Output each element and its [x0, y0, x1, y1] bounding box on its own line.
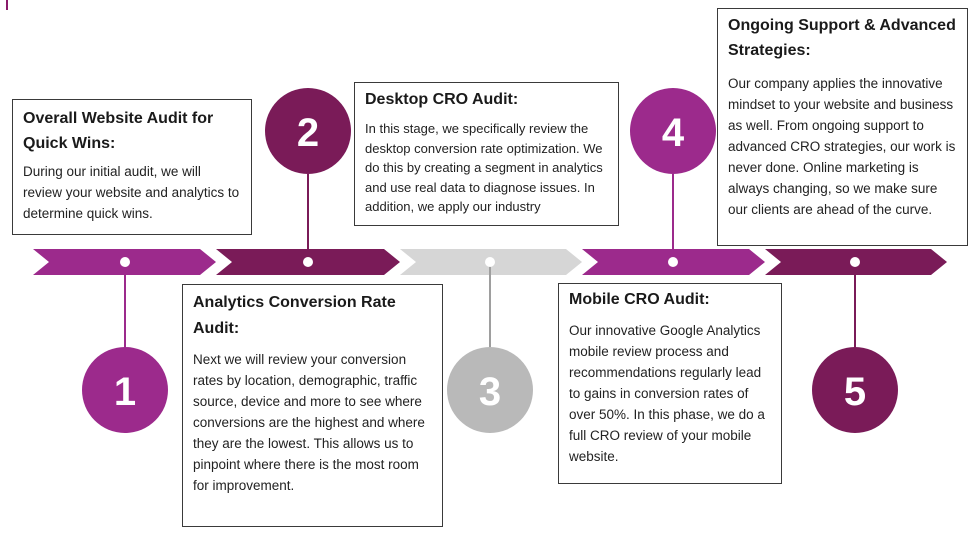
stage-5-body: Our company applies the innovative minds…: [728, 76, 956, 217]
stage-4-body: Our innovative Google Analytics mobile r…: [569, 323, 765, 464]
timeline-dot-1: [120, 257, 130, 267]
stage-1-box: Overall Website Audit for Quick Wins: Du…: [12, 99, 252, 235]
stage-3-body: In this stage, we specifically review th…: [365, 121, 603, 214]
stage-2-circle: [265, 88, 351, 174]
stage-1-circle: [82, 347, 168, 433]
stage-4-circle: [630, 88, 716, 174]
stage-3-number: 3: [479, 370, 501, 414]
stage-1-number: 1: [114, 370, 136, 414]
stage-5-title: Ongoing Support & Advanced Strategies:: [728, 17, 956, 59]
stage-2-title: Analytics Conversion Rate Audit:: [193, 294, 396, 337]
stage-4-number: 4: [662, 111, 685, 155]
timeline-dot-4: [668, 257, 678, 267]
stage-3-box: Desktop CRO Audit: In this stage, we spe…: [354, 82, 619, 226]
stage-1-body: During our initial audit, we will review…: [23, 164, 240, 221]
stage-2-box: Analytics Conversion Rate Audit: Next we…: [182, 284, 443, 527]
stage-2-number: 2: [297, 111, 319, 155]
top-edge-marker: [6, 0, 8, 10]
stage-3-title: Desktop CRO Audit:: [365, 91, 519, 108]
timeline-dot-2: [303, 257, 313, 267]
stage-3-circle: [447, 347, 533, 433]
stage-5-circle: [812, 347, 898, 433]
stage-4-title: Mobile CRO Audit:: [569, 291, 710, 308]
timeline-dot-3: [485, 257, 495, 267]
stage-4-box: Mobile CRO Audit: Our innovative Google …: [558, 283, 782, 484]
stage-2-body: Next we will review your conversion rate…: [193, 352, 425, 493]
stage-5-box: Ongoing Support & Advanced Strategies: O…: [717, 8, 968, 246]
stage-5-number: 5: [844, 370, 866, 414]
timeline-dot-5: [850, 257, 860, 267]
stage-1-title: Overall Website Audit for Quick Wins:: [23, 110, 214, 152]
